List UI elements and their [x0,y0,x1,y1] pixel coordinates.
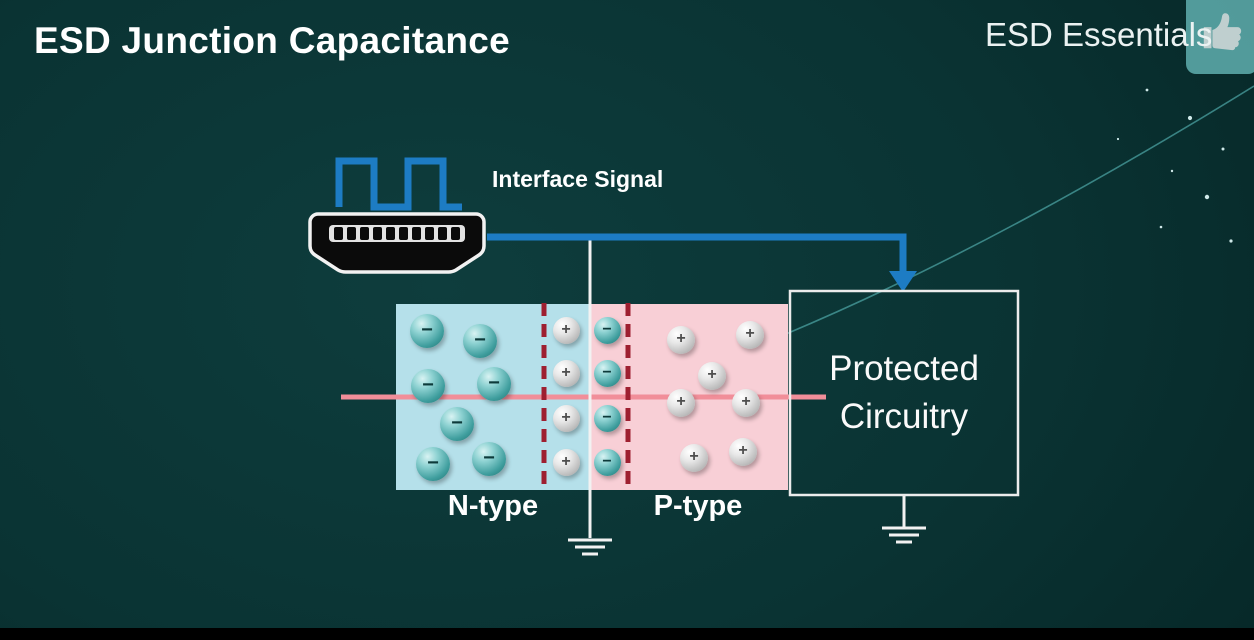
donor-ion-sphere: + [552,404,580,432]
protected-circuitry-line1: Protected [829,349,979,388]
signal-arrowhead [889,271,917,292]
protected-circuitry-label: Protected Circuitry [790,291,1018,495]
electron-sphere: − [463,324,497,358]
n-type-label: N-type [447,490,539,522]
signal-waveform [335,157,462,211]
electron-sphere: − [410,314,444,348]
electron-sphere: − [472,442,506,476]
interface-signal-label: Interface Signal [492,166,664,192]
hole-sphere: + [732,389,760,417]
letterbox-bar [0,628,1254,640]
brand-title: ESD Essentials [985,16,1213,53]
acceptor-ion-sphere: − [593,359,621,387]
electron-sphere: − [477,367,511,401]
hole-sphere: + [667,326,695,354]
donor-ion-sphere: + [552,448,580,476]
hole-sphere: + [729,438,757,466]
electron-sphere: − [440,407,474,441]
ground-symbol-left [568,538,612,556]
electron-sphere: − [411,369,445,403]
hole-sphere: + [680,444,708,472]
acceptor-ion-sphere: − [593,448,621,476]
page-title: ESD Junction Capacitance [34,20,510,61]
hole-sphere: + [698,362,726,390]
thumbs-up-glyph [1203,13,1242,51]
thumbs-up-icon [1186,0,1254,74]
decorative-sparkles [1116,88,1233,243]
protected-circuitry-box [788,289,1020,497]
ground-symbol-right [882,496,926,544]
hdmi-connector-icon [308,212,486,274]
acceptor-ion-sphere: − [593,316,621,344]
hole-sphere: + [736,321,764,349]
protected-circuitry-line2: Circuitry [839,397,969,436]
hole-sphere: + [667,389,695,417]
donor-ion-sphere: + [552,316,580,344]
decorative-curve [785,85,1254,335]
donor-ion-sphere: + [552,359,580,387]
acceptor-ion-sphere: − [593,404,621,432]
p-type-label: P-type [653,490,743,522]
signal-wire [487,233,907,272]
electron-sphere: − [416,447,450,481]
